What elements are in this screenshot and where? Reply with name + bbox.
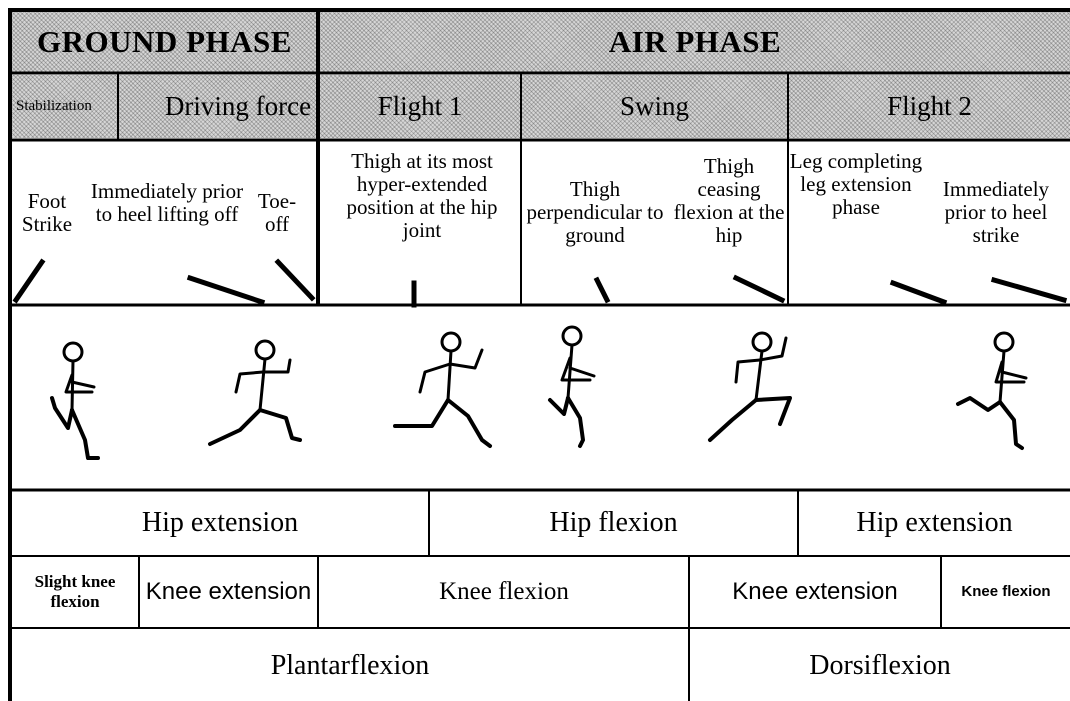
runner-figure-icon bbox=[52, 327, 1026, 458]
pointer-line-icon bbox=[16, 262, 1064, 305]
outer-frame bbox=[10, 10, 1070, 701]
